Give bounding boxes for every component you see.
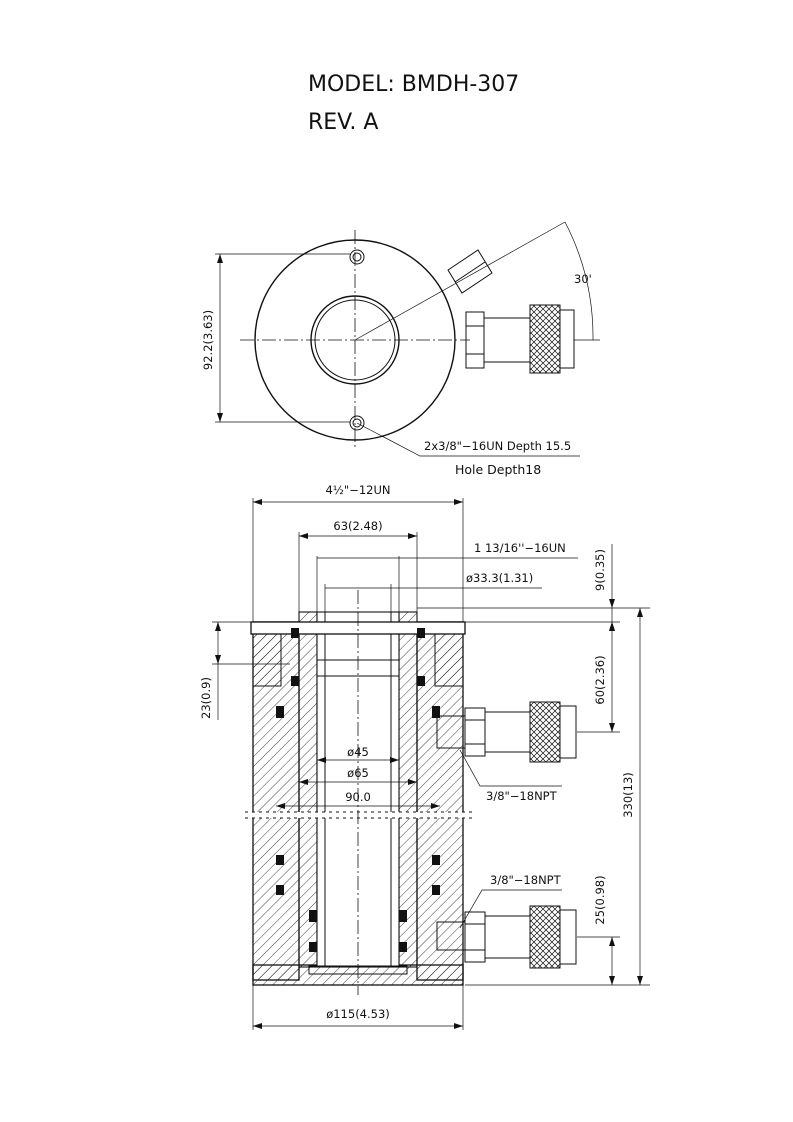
height-dimension: 92.2(3.63)	[201, 310, 215, 370]
mounting-hole-top	[349, 249, 365, 265]
lower-port-height-dimension: 25(0.98)	[593, 875, 607, 924]
stroke-gap-dimension: 9(0.35)	[593, 549, 607, 591]
seals	[276, 628, 440, 952]
angled-coupler	[447, 249, 493, 294]
seal-diameter-dimension: 90.0	[345, 790, 371, 804]
lower-port-coupler	[436, 905, 577, 969]
revision-label: REV. A	[308, 110, 379, 135]
lower-port-thread-label: 3/8"−18NPT	[490, 873, 562, 887]
overall-height-dimension: 330(13)	[621, 772, 635, 818]
section-view: 4½"−12UN 63(2.48) 1 13/16''−16UN ø33.3(1…	[199, 483, 650, 1030]
mounting-hole-bottom	[349, 415, 365, 431]
hole-note-line2: Hole Depth18	[455, 462, 541, 477]
angle-dimension: 30'	[574, 272, 592, 286]
outer-diameter-dimension: ø115(4.53)	[326, 1007, 390, 1021]
rod-diameter-dimension: ø45	[347, 745, 369, 759]
model-title: MODEL: BMDH-307	[308, 72, 520, 97]
port-height-dimension: 60(2.36)	[593, 655, 607, 704]
upper-port-coupler	[436, 701, 577, 763]
top-thread-dimension: 4½"−12UN	[325, 483, 390, 497]
top-view: 30' 92.2(3.63) 2x3/8"−16UN Depth 15.5 Ho…	[201, 221, 600, 477]
piston-width-dimension: 63(2.48)	[333, 519, 382, 533]
side-coupler	[465, 304, 575, 374]
piston-diameter-dimension: ø65	[347, 766, 369, 780]
hole-note-line1: 2x3/8"−16UN Depth 15.5	[424, 439, 571, 453]
inner-thread-dimension: 1 13/16''−16UN	[474, 541, 566, 555]
cap-height-dimension: 23(0.9)	[199, 677, 213, 719]
bore-diameter-dimension: ø33.3(1.31)	[466, 571, 533, 585]
upper-port-thread-label: 3/8"−18NPT	[486, 789, 558, 803]
